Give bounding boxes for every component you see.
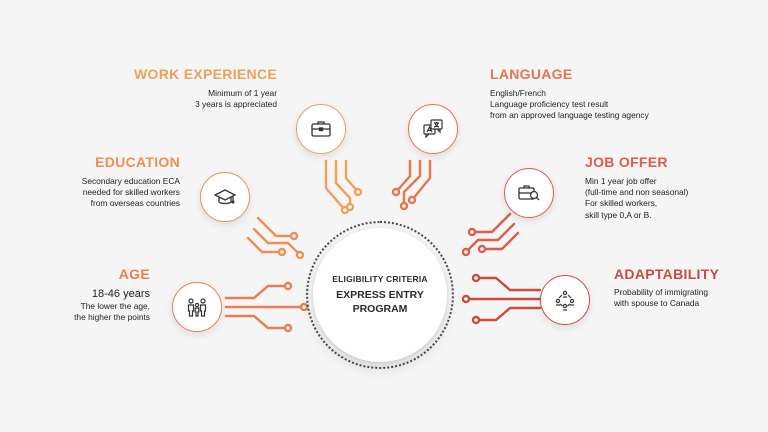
language-title: LANGUAGE (490, 66, 573, 82)
language-node (408, 104, 458, 154)
job-offer-connector (464, 212, 520, 254)
work-experience-line: 3 years is appreciated (195, 99, 277, 110)
education-node (200, 172, 250, 222)
education-line: needed for skilled workers (82, 187, 180, 198)
work-experience-title: WORK EXPERIENCE (134, 66, 277, 82)
language-description: English/French Language proficiency test… (490, 88, 720, 122)
job-offer-description: Min 1 year job offer (full-time and non … (585, 176, 755, 221)
job-offer-node (504, 168, 554, 218)
adaptability-connector (464, 276, 542, 322)
language-line: from an approved language testing agency (490, 110, 649, 121)
work-experience-node (296, 104, 346, 154)
education-description: Secondary education ECA needed for skill… (30, 176, 180, 210)
adaptability-title: ADAPTABILITY (614, 266, 720, 282)
briefcase-icon (311, 121, 331, 137)
hub-subtitle: ELIGIBILITY CRITERIA (332, 274, 428, 284)
work-experience-connector (324, 159, 360, 212)
network-people-icon (555, 290, 575, 311)
hub-dotted-ring (306, 221, 454, 369)
translation-icon (423, 119, 443, 139)
center-hub: ELIGIBILITY CRITERIA EXPRESS ENTRY PROGR… (313, 228, 447, 362)
adaptability-node (540, 275, 590, 325)
graduation-cap-icon (213, 189, 237, 205)
job-offer-line: Min 1 year job offer (585, 176, 657, 186)
age-description: 18-46 years The lower the age, the highe… (30, 287, 150, 323)
job-offer-line: (full-time and non seasonal) (585, 187, 689, 198)
language-line: English/French (490, 88, 546, 98)
work-experience-line: Minimum of 1 year (208, 88, 277, 98)
language-connector (394, 159, 432, 208)
job-offer-line: For skilled workers, (585, 198, 658, 209)
age-line: The lower the age, (80, 301, 150, 311)
family-icon (187, 298, 207, 317)
hub-title-line1: EXPRESS ENTRY (336, 289, 424, 301)
age-title: AGE (118, 266, 150, 282)
education-line: from overseas countries (90, 198, 180, 209)
age-node (172, 282, 222, 332)
age-range: 18-46 years (91, 288, 150, 300)
age-connector (224, 284, 306, 330)
education-line: Secondary education ECA (81, 176, 180, 186)
education-title: EDUCATION (95, 154, 180, 170)
education-connector (246, 216, 302, 257)
adaptability-description: Probability of immigrating with spouse t… (614, 287, 764, 309)
job-offer-line: skill type 0,A or B. (585, 209, 652, 220)
adaptability-line: with spouse to Canada (614, 298, 700, 309)
job-search-icon (518, 185, 540, 201)
hub-title-line2: PROGRAM (352, 303, 408, 315)
job-offer-title: JOB OFFER (585, 154, 668, 170)
age-line: the higher the points (74, 312, 150, 323)
work-experience-description: Minimum of 1 year 3 years is appreciated (120, 88, 277, 110)
language-line: Language proficiency test result (490, 99, 609, 110)
adaptability-line: Probability of immigrating (614, 287, 709, 297)
